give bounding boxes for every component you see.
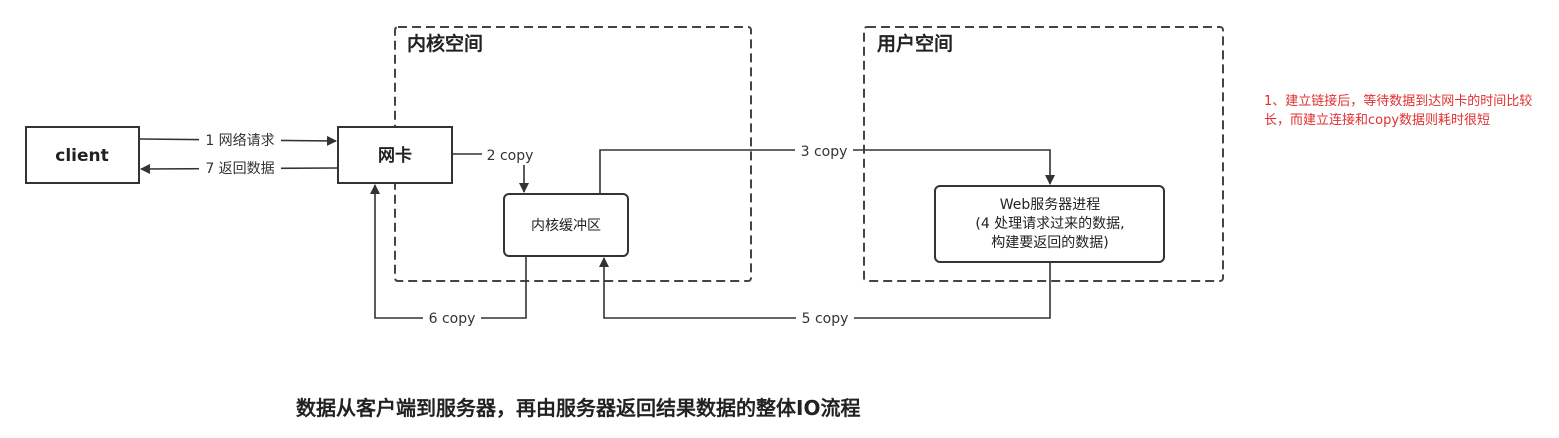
web-server-label-line3: 构建要返回的数据) — [991, 235, 1108, 251]
edge-6-label: 6 copy — [429, 311, 476, 327]
edge-5-label: 5 copy — [802, 311, 849, 327]
edge-3-label: 3 copy — [801, 144, 848, 160]
diagram-caption: 数据从客户端到服务器，再由服务器返回结果数据的整体IO流程 — [296, 396, 861, 420]
edge-1-label: 1 网络请求 — [205, 133, 274, 149]
user-space-region — [863, 26, 1224, 282]
client-box — [25, 126, 140, 184]
nic-box — [337, 126, 453, 184]
edge-2-label: 2 copy — [487, 148, 534, 164]
web-server-box — [934, 185, 1165, 263]
timing-note: 1、建立链接后，等待数据到达网卡的时间比较长，而建立连接和copy数据则耗时很短 — [1264, 94, 1533, 128]
client-label: client — [55, 146, 109, 166]
web-server-label-line1: Web服务器进程 — [1000, 197, 1101, 213]
kernel-buffer-box — [503, 193, 629, 257]
kernel-space-title: 内核空间 — [407, 32, 483, 55]
nic-label: 网卡 — [378, 145, 412, 166]
user-space-title: 用户空间 — [877, 32, 953, 55]
web-server-label-line2: (4 处理请求过来的数据, — [975, 216, 1124, 232]
kernel-buffer-label: 内核缓冲区 — [531, 218, 601, 234]
edge-7-label: 7 返回数据 — [205, 161, 274, 177]
